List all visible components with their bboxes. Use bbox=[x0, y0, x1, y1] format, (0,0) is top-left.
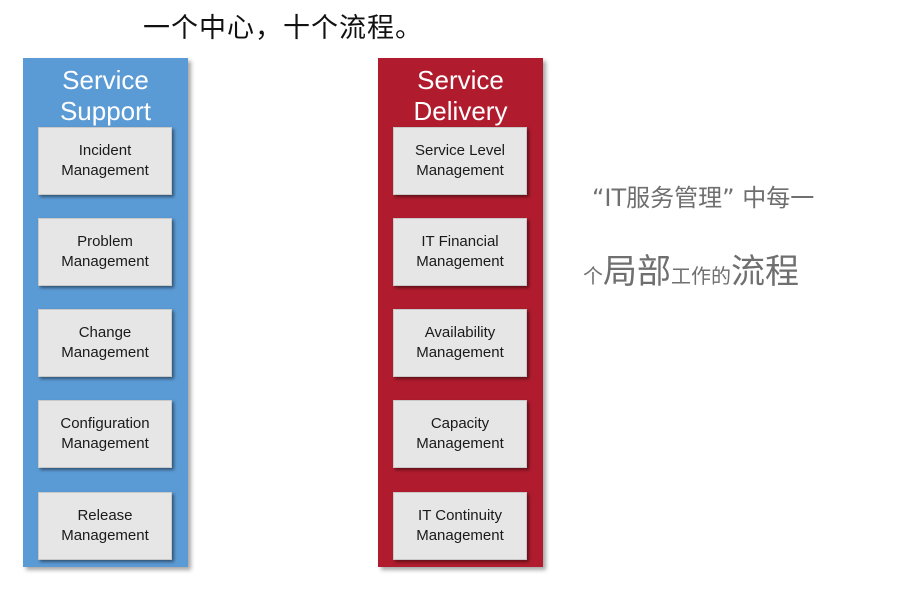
process-box: Capacity Management bbox=[393, 400, 527, 468]
service-delivery-title: Service Delivery bbox=[413, 65, 508, 126]
side-text-part: 流程 bbox=[731, 252, 799, 292]
process-box: Configuration Management bbox=[38, 400, 172, 468]
service-support-column: Service Support Incident Management Prob… bbox=[23, 58, 188, 567]
service-support-title: Service Support bbox=[59, 65, 152, 126]
side-text-part: 个 bbox=[583, 264, 603, 288]
process-box: Availability Management bbox=[393, 309, 527, 377]
process-box: Release Management bbox=[38, 492, 172, 560]
side-text-part: 工作的 bbox=[671, 264, 731, 288]
process-box: Service Level Management bbox=[393, 127, 527, 195]
process-box: IT Continuity Management bbox=[393, 492, 527, 560]
side-text-line-1: “IT服务管理” 中每一 bbox=[592, 184, 815, 212]
side-text-line-2: 个局部工作的流程 bbox=[583, 244, 799, 293]
side-text-part: 局部 bbox=[603, 252, 671, 292]
process-box: IT Financial Management bbox=[393, 218, 527, 286]
page-title: 一个中心，十个流程。 bbox=[143, 13, 423, 44]
process-box: Problem Management bbox=[38, 218, 172, 286]
process-box: Change Management bbox=[38, 309, 172, 377]
service-delivery-column: Service Delivery Service Level Managemen… bbox=[378, 58, 543, 567]
process-box: Incident Management bbox=[38, 127, 172, 195]
